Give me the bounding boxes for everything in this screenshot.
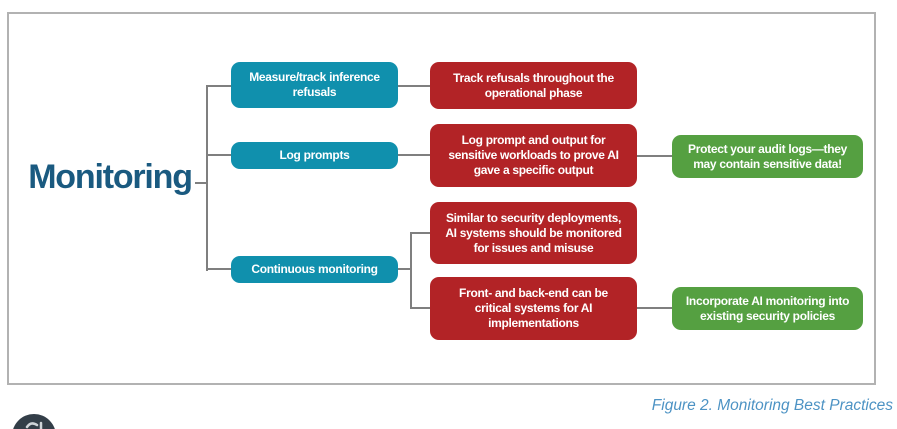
root-label-monitoring: Monitoring xyxy=(28,157,193,196)
node-log-prompt-and-output: Log prompt and output for sensitive work… xyxy=(430,124,637,187)
node-protect-audit-logs: Protect your audit logs—they may contain… xyxy=(672,135,863,178)
connector-line xyxy=(410,307,430,309)
connector-line xyxy=(206,85,208,271)
connector-line xyxy=(206,268,232,270)
badge-glyph-icon xyxy=(25,421,43,429)
connector-line xyxy=(195,182,208,184)
connector-line xyxy=(637,155,672,157)
connector-line xyxy=(398,154,430,156)
figure-caption: Figure 2. Monitoring Best Practices xyxy=(651,397,893,414)
node-front-and-back-end-critical: Front- and back-end can be critical syst… xyxy=(430,277,637,340)
connector-line xyxy=(206,85,232,87)
page-badge-partial xyxy=(12,414,56,429)
connector-line xyxy=(398,85,430,87)
connector-line xyxy=(398,268,412,270)
node-log-prompts: Log prompts xyxy=(231,142,398,169)
node-continuous-monitoring: Continuous monitoring xyxy=(231,256,398,283)
connector-line xyxy=(410,232,430,234)
connector-line xyxy=(637,307,672,309)
node-similar-to-security-deployments: Similar to security deployments, AI syst… xyxy=(430,202,637,264)
node-incorporate-ai-monitoring: Incorporate AI monitoring into existing … xyxy=(672,287,863,330)
connector-line xyxy=(206,154,232,156)
connector-line xyxy=(410,232,412,309)
node-track-refusals-operational-phase: Track refusals throughout the operationa… xyxy=(430,62,637,109)
node-measure-track-inference-refusals: Measure/track inference refusals xyxy=(231,62,398,108)
